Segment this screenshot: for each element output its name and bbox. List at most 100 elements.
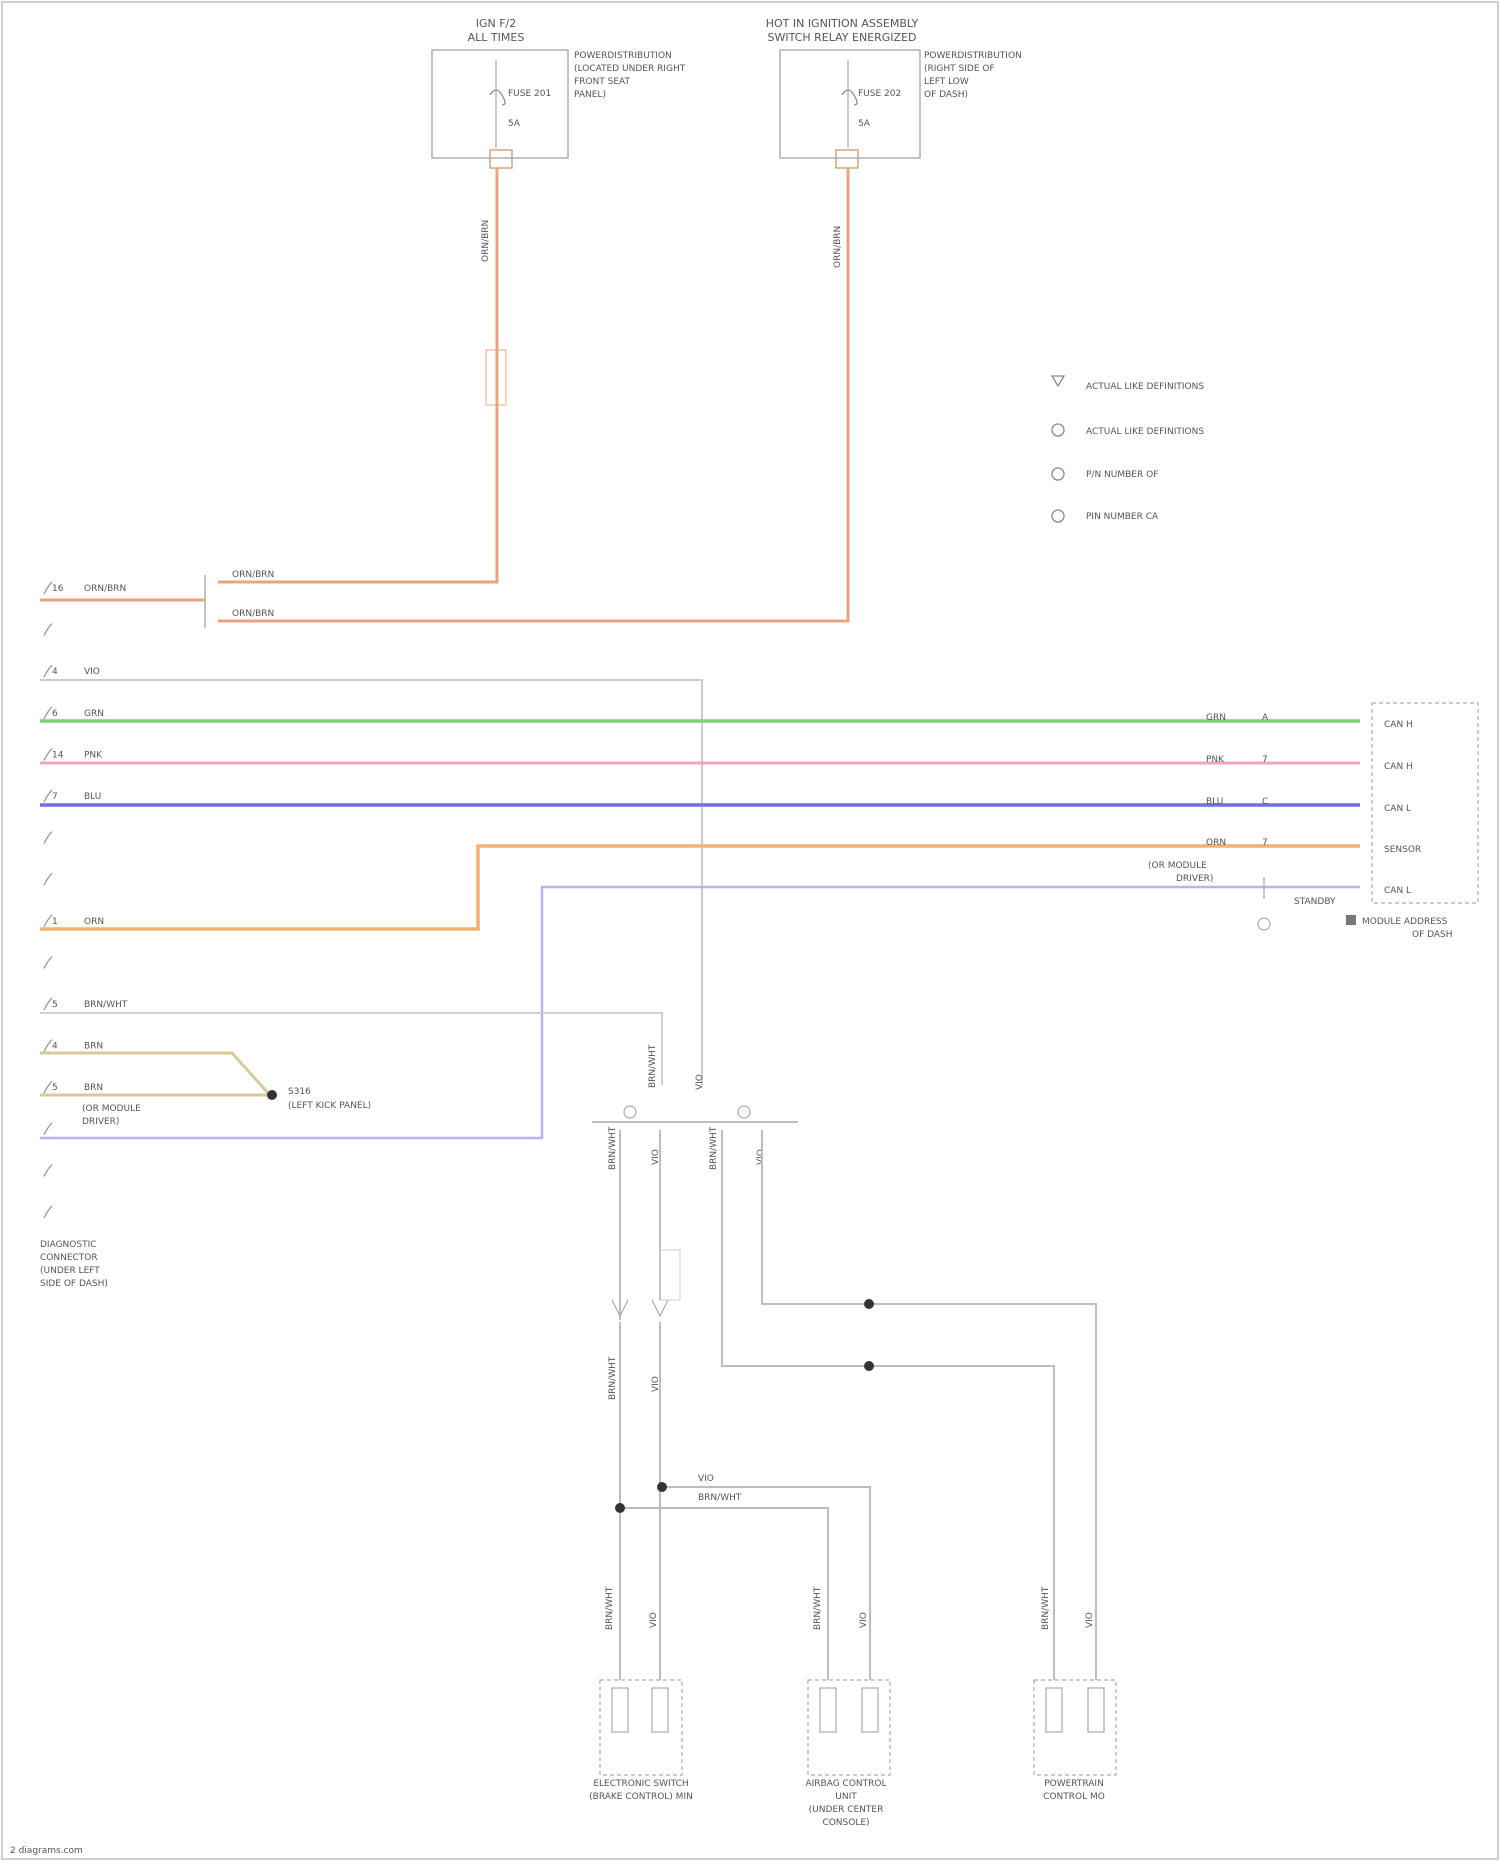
pcm-name-2: CONTROL MO <box>1043 1792 1105 1802</box>
fuse-right-desc-4: OF DASH) <box>924 90 968 100</box>
fuse-left-desc-3: FRONT SEAT <box>574 77 630 87</box>
split-dot <box>615 1503 625 1513</box>
connector-pin-number: 1 <box>52 917 58 927</box>
airbag-name-1: AIRBAG CONTROL <box>805 1779 886 1789</box>
fuse-left-rating: 5A <box>508 119 521 129</box>
fuse-left-desc-1: POWERDISTRIBUTION <box>574 51 672 61</box>
connector-pin-number: 14 <box>52 750 64 760</box>
rm-title-1: MODULE ADDRESS <box>1362 917 1448 927</box>
airbag-name-4: CONSOLE) <box>822 1818 869 1828</box>
connector-pin-number: 5 <box>52 1000 58 1010</box>
rm-extra-wire-2: DRIVER) <box>1176 874 1213 884</box>
connector-pin-wire-label: BLU <box>84 792 101 802</box>
rm-extra-tag: STANDBY <box>1294 897 1336 907</box>
rm-pin3-wire: BLU <box>1206 797 1223 807</box>
airbag-name-3: (UNDER CENTER <box>809 1805 884 1815</box>
diag-title-4: SIDE OF DASH) <box>40 1279 108 1289</box>
fuse-right-desc-2: (RIGHT SIDE OF <box>924 64 995 74</box>
legend-item-3: P/N NUMBER OF <box>1086 470 1158 480</box>
bottom-module-pcm: POWERTRAIN CONTROL MO <box>1034 1680 1116 1802</box>
wire-brn-wht-pin5 <box>40 1013 662 1085</box>
rm-pin1-label: CAN H <box>1384 720 1413 730</box>
connector-pin-icon <box>44 956 52 968</box>
bus-splice-dot <box>864 1361 874 1371</box>
bus-pin-icon <box>738 1106 750 1118</box>
connector-pin-number: 5 <box>52 1083 58 1093</box>
rm-pin2-label: CAN H <box>1384 762 1413 772</box>
legend-circle-icon <box>1052 468 1064 480</box>
connector-pin-icon <box>44 1206 52 1218</box>
legend-triangle-icon <box>1052 376 1064 386</box>
fuse-left-title-2: ALL TIMES <box>468 31 525 44</box>
rm-title-2: OF DASH <box>1412 930 1453 940</box>
fuse-left-fuse-icon <box>490 90 505 105</box>
rm-pin4-label: SENSOR <box>1384 845 1421 855</box>
connector-pin-icon <box>44 707 52 719</box>
fuse-right-title-1: HOT IN IGNITION ASSEMBLY <box>766 17 919 30</box>
split-dot <box>657 1482 667 1492</box>
fuse-right-terminal <box>836 150 858 168</box>
splice-note-2: DRIVER) <box>82 1117 119 1127</box>
fuse-right-desc-1: POWERDISTRIBUTION <box>924 51 1022 61</box>
rm-pin2-num: 7 <box>1262 755 1268 765</box>
fuse-left-desc-4: PANEL) <box>574 90 606 100</box>
bottom-pair-1a: BRN/WHT <box>605 1586 615 1630</box>
wire-vio-pin4 <box>40 680 702 1085</box>
bus-connector: BRN/WHT VIO BRN/WHT VIO BRN/WHT VIO <box>592 1044 798 1170</box>
connector-pin-wire-label: ORN/BRN <box>84 584 126 594</box>
bus-tag-brn-wht: BRN/WHT <box>648 1044 658 1088</box>
bottom-module-airbag: AIRBAG CONTROL UNIT (UNDER CENTER CONSOL… <box>805 1680 890 1828</box>
splice-note-1: (OR MODULE <box>82 1104 141 1114</box>
splice-s316-dot <box>267 1090 277 1100</box>
wire-split-vio <box>660 1487 870 1680</box>
fuse-right-fuse-icon <box>842 90 857 105</box>
footer-text: 2 diagrams.com <box>10 1846 83 1856</box>
legend-circle-icon <box>1052 510 1064 522</box>
connector-pin-icon <box>44 1040 52 1052</box>
fuse-right-wire-label: ORN/BRN <box>833 226 843 268</box>
rm-pin4-num: 7 <box>1262 838 1268 848</box>
bus-pin-icon <box>624 1106 636 1118</box>
diag-title-1: DIAGNOSTIC <box>40 1240 97 1250</box>
wire-split-brn-wht <box>620 1508 828 1680</box>
bottom-pair-1b: VIO <box>649 1612 659 1628</box>
connector-pin-icon <box>44 1081 52 1093</box>
legend-item-1: ACTUAL LIKE DEFINITIONS <box>1086 382 1204 392</box>
split-upper-label: VIO <box>698 1474 714 1484</box>
bottom-pair-3b: VIO <box>1085 1612 1095 1628</box>
fuse-right-title-2: SWITCH RELAY ENERGIZED <box>768 31 917 44</box>
splice-desc: (LEFT KICK PANEL) <box>288 1101 371 1111</box>
connector-pin-wire-label: BRN <box>84 1083 103 1093</box>
inline-connector-body <box>660 1250 680 1300</box>
junction-lower-label: ORN/BRN <box>232 609 274 619</box>
diag-title-3: (UNDER LEFT <box>40 1266 100 1276</box>
connector-pin-icon <box>44 582 52 594</box>
rm-pin1-wire: GRN <box>1206 713 1226 723</box>
fuse-right-rating: 5A <box>858 119 871 129</box>
fuse-left-title-1: IGN F/2 <box>476 17 517 30</box>
fuse-left-desc-2: (LOCATED UNDER RIGHT <box>574 64 686 74</box>
connector-pin-number: 7 <box>52 792 58 802</box>
connector-pin-wire-label: BRN <box>84 1042 103 1052</box>
bottom-pair-3a: BRN/WHT <box>1041 1586 1051 1630</box>
connector-pin-wire-label: BRN/WHT <box>84 1000 128 1010</box>
bus-drop-3: BRN/WHT <box>709 1126 719 1170</box>
connector-pin-number: 16 <box>52 584 64 594</box>
fuse-block-right: HOT IN IGNITION ASSEMBLY SWITCH RELAY EN… <box>766 17 1022 268</box>
connector-pin-icon <box>44 1123 52 1135</box>
connector-pin-icon <box>44 998 52 1010</box>
wire-orn-brn-left-feed <box>218 168 497 582</box>
rm-pin5-label: CAN L <box>1384 886 1411 896</box>
right-module: GRN A CAN H PNK 7 CAN H BLU C CAN L ORN … <box>1148 703 1478 940</box>
fuse-left-wire-label: ORN/BRN <box>481 220 491 262</box>
connector-pin-icon <box>44 790 52 802</box>
bus-tag-vio: VIO <box>695 1074 705 1090</box>
connector-pin-icon <box>44 873 52 885</box>
fuse-left-terminal <box>490 150 512 168</box>
pcm-name-1: POWERTRAIN <box>1044 1779 1104 1789</box>
abs-name-1: ELECTRONIC SWITCH <box>593 1779 688 1789</box>
connector-pin-number: 4 <box>52 1042 58 1052</box>
wire-brn-pin4 <box>40 1053 268 1093</box>
rm-standby-connector <box>1258 877 1270 930</box>
rm-ground-icon <box>1346 915 1356 925</box>
